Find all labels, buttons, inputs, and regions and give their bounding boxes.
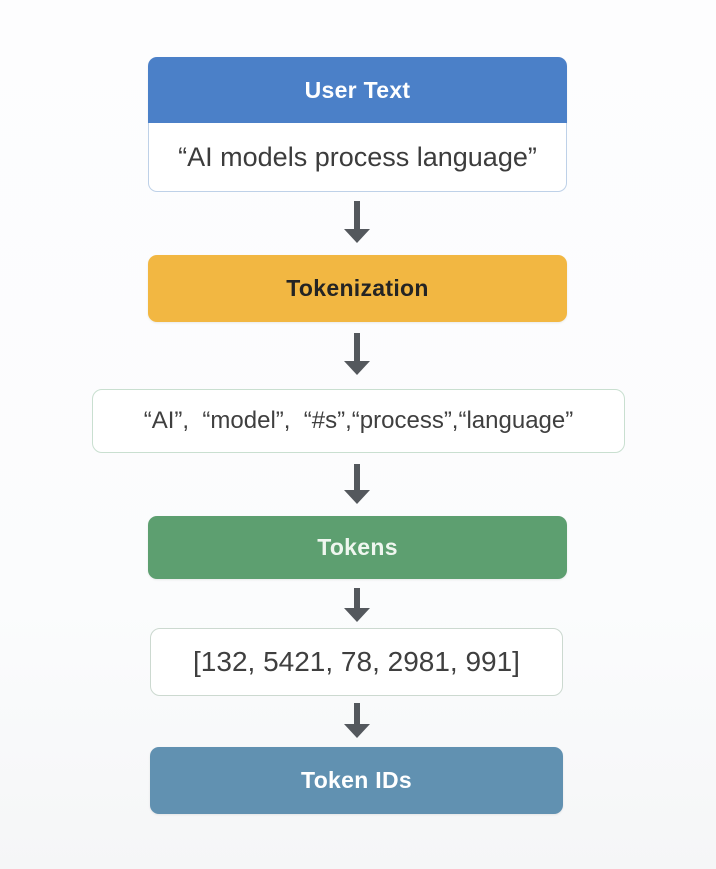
- arrow-stem: [354, 464, 360, 490]
- arrow-head: [344, 724, 370, 738]
- arrow-head: [344, 361, 370, 375]
- arrow-down-icon: [344, 703, 370, 738]
- user-text-header: User Text: [148, 57, 567, 123]
- token-id-list-value: [132, 5421, 78, 2981, 991]: [150, 628, 563, 696]
- arrow-stem: [354, 333, 360, 361]
- arrow-head: [344, 229, 370, 243]
- arrow-down-icon: [344, 201, 370, 243]
- arrow-head: [344, 490, 370, 504]
- tokens-step: Tokens: [148, 516, 567, 579]
- arrow-down-icon: [344, 588, 370, 622]
- arrow-head: [344, 608, 370, 622]
- arrow-stem: [354, 588, 360, 608]
- arrow-down-icon: [344, 464, 370, 504]
- token-ids-step: Token IDs: [150, 747, 563, 814]
- user-text-value: “AI models process language”: [148, 123, 567, 192]
- arrow-stem: [354, 703, 360, 724]
- tokenization-step: Tokenization: [148, 255, 567, 322]
- token-list-value: “AI”, “model”, “#s”,“process”,“language”: [92, 389, 625, 453]
- arrow-down-icon: [344, 333, 370, 375]
- arrow-stem: [354, 201, 360, 229]
